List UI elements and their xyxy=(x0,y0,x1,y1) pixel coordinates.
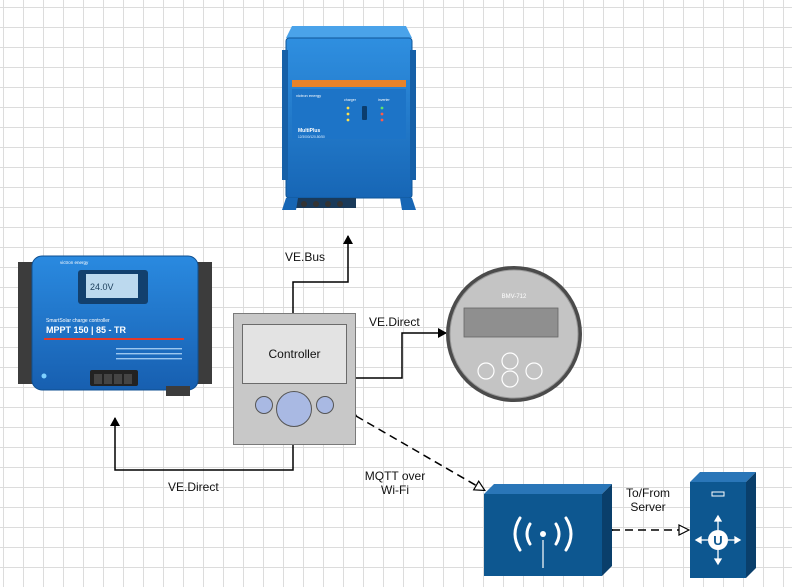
multiplus-inverter-label: inverter xyxy=(378,98,391,102)
multiplus-inverter: victron energy MultiPlus 12/3000/120-50/… xyxy=(282,26,416,210)
bmv-button-down[interactable] xyxy=(501,370,519,388)
mppt-terminal xyxy=(94,374,102,384)
ve-direct-mppt-label: VE.Direct xyxy=(168,480,219,494)
mppt-display xyxy=(86,274,138,298)
server-u-glyph: U xyxy=(713,533,722,548)
multiplus-orange-stripe xyxy=(292,80,406,87)
bmv-screen xyxy=(463,307,559,338)
multiplus-led xyxy=(346,112,350,116)
server-label-line1: To/From xyxy=(625,486,670,500)
bmv-model-label: BMV-712 xyxy=(502,294,527,300)
mqtt-wifi-connector xyxy=(356,416,484,490)
ve-direct-mppt-connector xyxy=(110,417,298,471)
mppt-terminal xyxy=(124,374,132,384)
server-label: To/From Server xyxy=(618,486,678,514)
controller-right-button[interactable] xyxy=(316,396,334,414)
controller-center-knob[interactable] xyxy=(276,391,312,427)
controller-title: Controller xyxy=(268,347,321,361)
multiplus-switch xyxy=(362,106,367,120)
multiplus-led xyxy=(380,112,384,116)
mqtt-label-line2: Wi-Fi xyxy=(381,483,409,497)
multiplus-cable-gland xyxy=(325,201,331,207)
controller-device: Controller xyxy=(233,313,356,445)
mppt-charge-controller: victron energy 24.0V SmartSolar charge c… xyxy=(18,255,212,396)
ve-bus-connector xyxy=(288,235,353,330)
bmv-button-up[interactable] xyxy=(501,352,519,370)
controller-left-button[interactable] xyxy=(255,396,273,414)
mppt-product-line: SmartSolar charge controller xyxy=(46,318,110,324)
bmv-button-right[interactable] xyxy=(525,362,543,380)
multiplus-led xyxy=(380,106,384,110)
controller-screen: Controller xyxy=(242,324,347,384)
multiplus-led xyxy=(346,118,350,122)
mqtt-label-line1: MQTT over xyxy=(364,469,426,483)
multiplus-brand: victron energy xyxy=(296,93,321,98)
server-device: U xyxy=(690,472,756,578)
mppt-status-led xyxy=(41,373,47,379)
mppt-brand: victron energy xyxy=(60,260,89,265)
mppt-display-reading: 24.0V xyxy=(90,282,114,292)
multiplus-led xyxy=(380,118,384,122)
server-label-line2: Server xyxy=(630,500,666,514)
mppt-terminal xyxy=(114,374,122,384)
bmv-712-monitor: BMV-712 xyxy=(446,266,582,402)
server-u-icon: U xyxy=(694,514,742,566)
multiplus-model: MultiPlus xyxy=(298,128,320,134)
multiplus-cable-gland xyxy=(337,201,343,207)
multiplus-cable-gland xyxy=(301,201,307,207)
multiplus-led xyxy=(346,106,350,110)
bmv-button-left[interactable] xyxy=(477,362,495,380)
multiplus-cable-gland xyxy=(313,201,319,207)
multiplus-charger-label: charger xyxy=(344,98,357,102)
wifi-gateway-device xyxy=(484,484,612,576)
ve-bus-label: VE.Bus xyxy=(285,250,326,264)
ve-direct-bmv-label: VE.Direct xyxy=(369,315,420,329)
mppt-model: MPPT 150 | 85 - TR xyxy=(46,325,127,335)
multiplus-model-sub: 12/3000/120-50/50 xyxy=(298,135,325,139)
mqtt-label: MQTT over Wi-Fi xyxy=(360,469,430,497)
mppt-terminal xyxy=(104,374,112,384)
ve-direct-bmv-connector xyxy=(348,328,447,383)
wifi-signal-icon xyxy=(513,516,573,552)
